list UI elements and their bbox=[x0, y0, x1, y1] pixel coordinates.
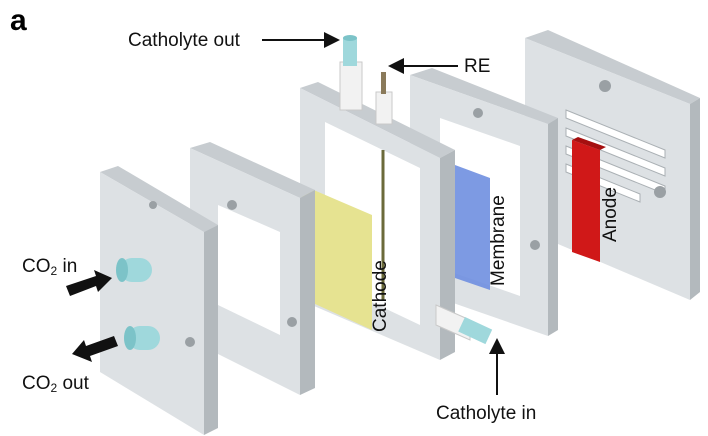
cathode-end-plate bbox=[100, 166, 218, 435]
anode-label: Anode bbox=[600, 187, 621, 242]
cathode-electrode bbox=[302, 185, 372, 330]
catholyte-in-label: Catholyte in bbox=[436, 403, 537, 424]
co2-inlet-tube bbox=[116, 258, 152, 282]
co2-outlet-tube bbox=[124, 326, 160, 350]
co2-out-arrow bbox=[72, 336, 118, 362]
co2-in-label: CO2 in bbox=[22, 256, 78, 278]
membrane bbox=[455, 165, 490, 290]
co2-out-label: CO2 out bbox=[22, 373, 89, 395]
catholyte-outlet-tube bbox=[339, 35, 363, 111]
panel-letter: a bbox=[10, 4, 27, 37]
co2-in-arrow bbox=[66, 270, 112, 296]
reference-electrode bbox=[375, 72, 393, 125]
cathode-label: Cathode bbox=[370, 260, 391, 332]
anode-electrode bbox=[572, 137, 606, 262]
membrane-label: Membrane bbox=[488, 195, 509, 286]
catholyte-inlet-tube bbox=[435, 304, 493, 345]
catholyte-out-label: Catholyte out bbox=[128, 30, 240, 51]
re-label: RE bbox=[464, 56, 491, 77]
